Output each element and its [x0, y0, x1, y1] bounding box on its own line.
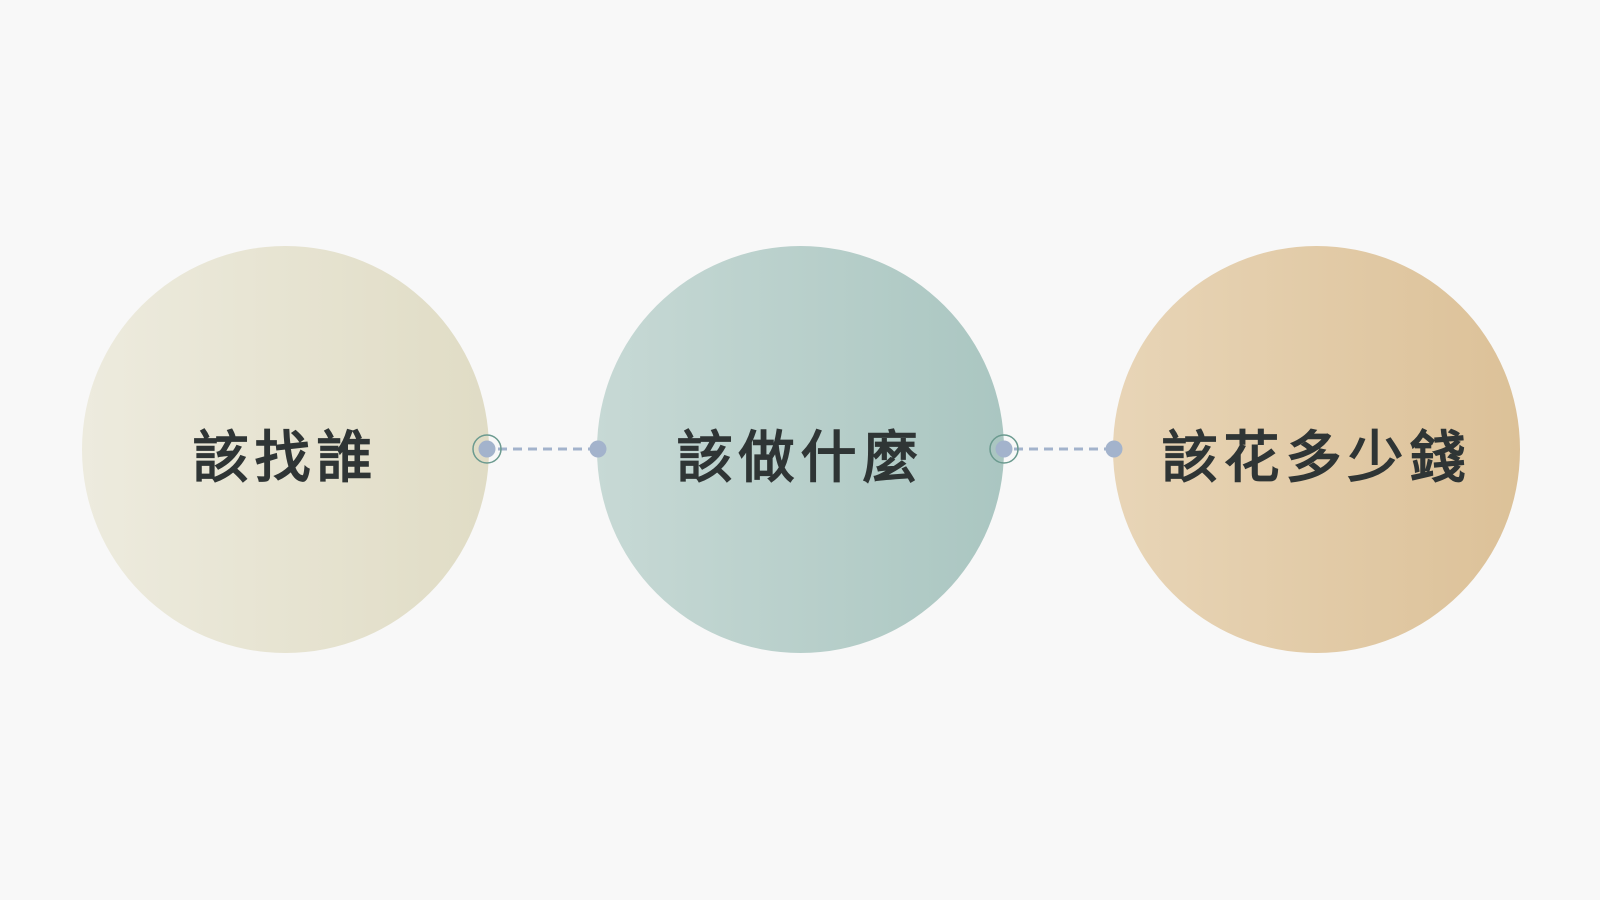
connector-1: [472, 434, 607, 464]
step-circle-who: 該找誰: [82, 246, 489, 653]
step-label-who: 該找誰: [192, 425, 379, 491]
connector-2: [989, 434, 1123, 464]
step-label-what: 該做什麼: [676, 425, 925, 491]
step-circle-what: 該做什麼: [597, 246, 1004, 653]
step-label-cost: 該花多少錢: [1161, 425, 1472, 491]
step-circle-cost: 該花多少錢: [1113, 246, 1520, 653]
